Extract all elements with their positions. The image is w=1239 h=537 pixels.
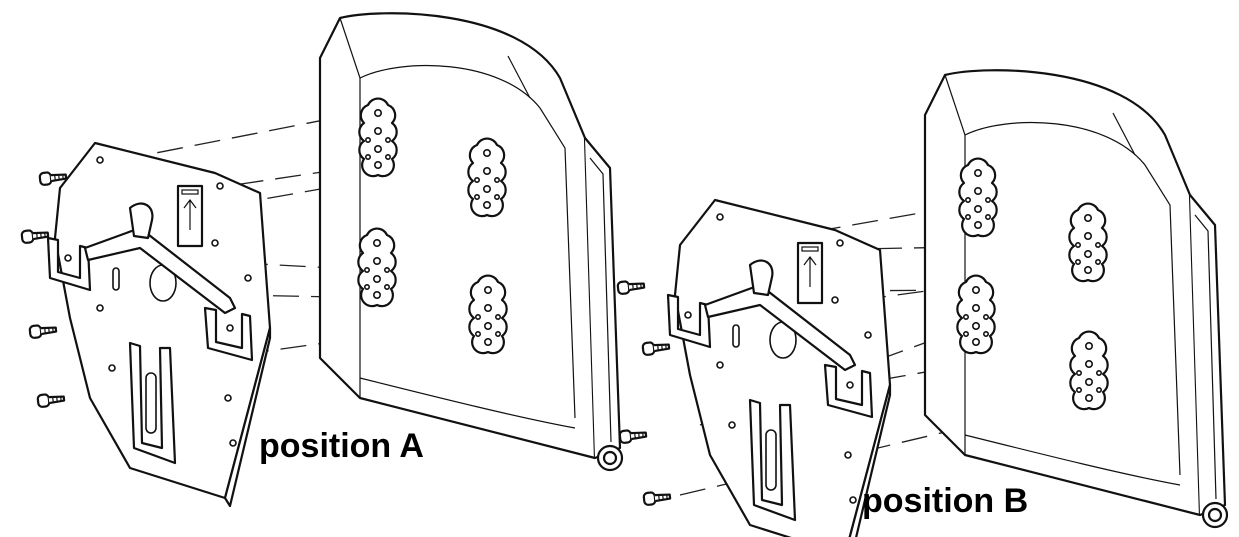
position-b-label: position B [862,482,1029,520]
mounting-plate-b [666,198,892,537]
assembly-position-b [616,69,1229,537]
screws-b [616,278,672,507]
position-a-label: position A [259,427,424,465]
assembly-position-a [20,12,624,508]
mounting-plate-a [46,141,272,508]
